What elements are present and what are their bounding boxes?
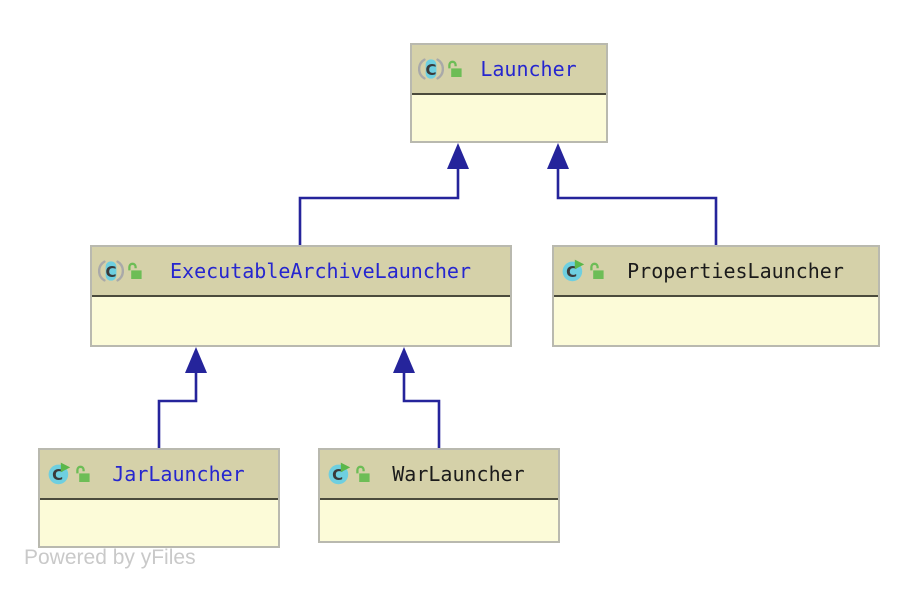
svg-text:C: C bbox=[425, 61, 436, 79]
class-icon-group: C bbox=[418, 56, 463, 82]
uml-class-name-launcher: Launcher bbox=[480, 57, 577, 81]
unlocked-padlock-icon-properties-launcher bbox=[586, 262, 605, 281]
runnable-class-icon-jar-launcher: C bbox=[46, 461, 72, 487]
uml-class-header-war-launcher: C WarLauncher bbox=[320, 450, 558, 500]
uml-class-node-executable-archive-launcher[interactable]: C ExecutableArchiveLauncher bbox=[90, 245, 512, 347]
yfiles-watermark: Powered by yFiles bbox=[24, 546, 196, 569]
svg-text:C: C bbox=[332, 466, 343, 484]
edge-pl-to-launcher bbox=[556, 152, 718, 245]
uml-class-attributes-war-launcher bbox=[320, 500, 558, 541]
class-icon-group: C bbox=[46, 461, 91, 487]
class-icon-group: C bbox=[98, 258, 143, 284]
edge-war-to-eal-arrowhead bbox=[393, 347, 415, 373]
unlocked-padlock-icon-launcher bbox=[444, 60, 463, 79]
uml-class-attributes-launcher bbox=[412, 95, 606, 141]
unlocked-padlock-icon-executable-archive-launcher bbox=[124, 262, 143, 281]
uml-class-header-properties-launcher: C PropertiesLauncher bbox=[554, 247, 878, 297]
abstract-class-icon-launcher: C bbox=[418, 56, 444, 82]
uml-class-node-war-launcher[interactable]: C WarLauncher bbox=[318, 448, 560, 543]
uml-class-header-launcher: C Launcher bbox=[412, 45, 606, 95]
edge-eal-to-launcher-arrowhead bbox=[447, 143, 469, 169]
unlocked-padlock-icon-jar-launcher bbox=[72, 465, 91, 484]
uml-class-name-war-launcher: WarLauncher bbox=[392, 462, 525, 486]
runnable-class-icon-war-launcher: C bbox=[326, 461, 352, 487]
uml-class-header-jar-launcher: C JarLauncher bbox=[40, 450, 278, 500]
class-icon-group: C bbox=[326, 461, 371, 487]
uml-class-header-executable-archive-launcher: C ExecutableArchiveLauncher bbox=[92, 247, 510, 297]
uml-class-attributes-executable-archive-launcher bbox=[92, 297, 510, 345]
uml-class-attributes-jar-launcher bbox=[40, 500, 278, 546]
uml-class-name-executable-archive-launcher: ExecutableArchiveLauncher bbox=[169, 259, 472, 283]
svg-text:C: C bbox=[105, 263, 116, 281]
class-icon-group: C bbox=[560, 258, 605, 284]
edge-jar-to-eal-arrowhead bbox=[185, 347, 207, 373]
uml-class-node-jar-launcher[interactable]: C JarLauncher bbox=[38, 448, 280, 548]
runnable-class-icon-properties-launcher: C bbox=[560, 258, 586, 284]
uml-class-attributes-properties-launcher bbox=[554, 297, 878, 345]
uml-class-name-properties-launcher: PropertiesLauncher bbox=[627, 259, 844, 283]
edge-pl-to-launcher-arrowhead bbox=[547, 143, 569, 169]
abstract-class-icon-executable-archive-launcher: C bbox=[98, 258, 124, 284]
uml-class-name-jar-launcher: JarLauncher bbox=[112, 462, 245, 486]
svg-text:C: C bbox=[52, 466, 63, 484]
unlocked-padlock-icon-war-launcher bbox=[352, 465, 371, 484]
uml-class-node-properties-launcher[interactable]: C PropertiesLauncher bbox=[552, 245, 880, 347]
svg-text:C: C bbox=[566, 263, 577, 281]
uml-class-node-launcher[interactable]: C Launcher bbox=[410, 43, 608, 143]
edge-war-to-eal bbox=[402, 356, 441, 448]
edge-jar-to-eal bbox=[157, 356, 198, 448]
edge-eal-to-launcher bbox=[298, 152, 460, 245]
